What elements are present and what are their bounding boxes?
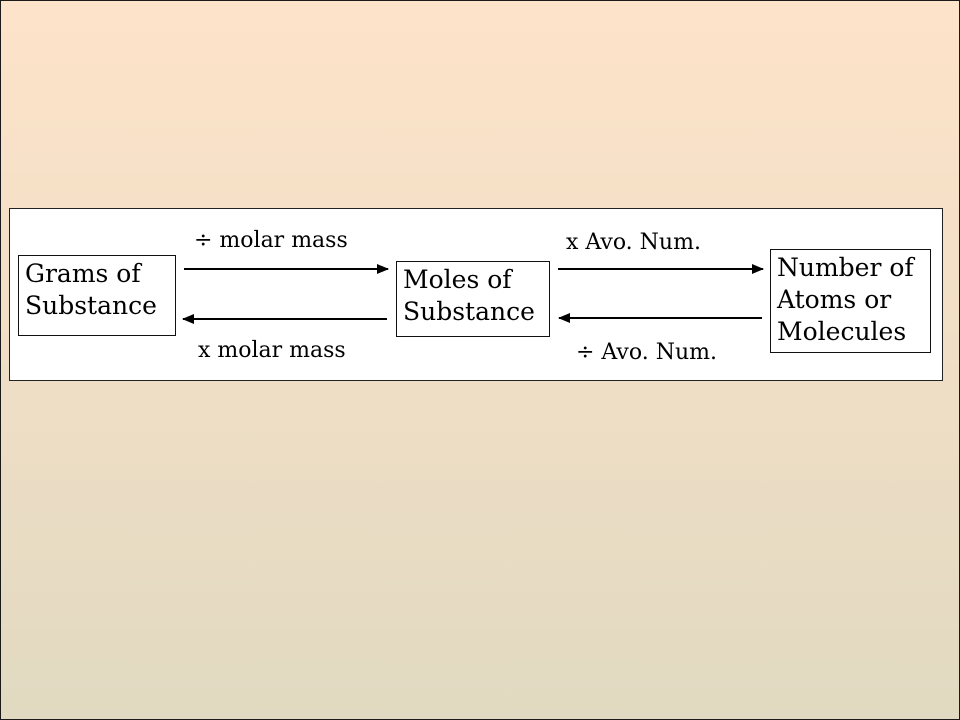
edge-label-divide-molar-mass: ÷ molar mass (194, 228, 348, 253)
edge-label-divide-avo-num: ÷ Avo. Num. (576, 340, 717, 365)
node-particles-line-3: Molecules (777, 317, 907, 346)
conversion-diagram: Grams of Substance Moles of Substance Nu… (9, 208, 943, 381)
arrows-layer (182, 264, 764, 324)
node-moles-line-2: Substance (403, 297, 535, 326)
node-number-of-particles: Number of Atoms or Molecules (770, 249, 931, 353)
node-moles-line-1: Moles of (403, 265, 512, 294)
node-grams-line-2: Substance (25, 291, 157, 320)
node-grams-line-1: Grams of (25, 259, 141, 288)
node-moles-of-substance: Moles of Substance (396, 261, 550, 337)
node-particles-line-2: Atoms or (777, 285, 892, 314)
node-grams-of-substance: Grams of Substance (18, 255, 176, 336)
edge-label-multiply-molar-mass: x molar mass (198, 338, 346, 363)
edge-label-multiply-avo-num: x Avo. Num. (566, 230, 701, 255)
node-particles-line-1: Number of (777, 253, 914, 282)
